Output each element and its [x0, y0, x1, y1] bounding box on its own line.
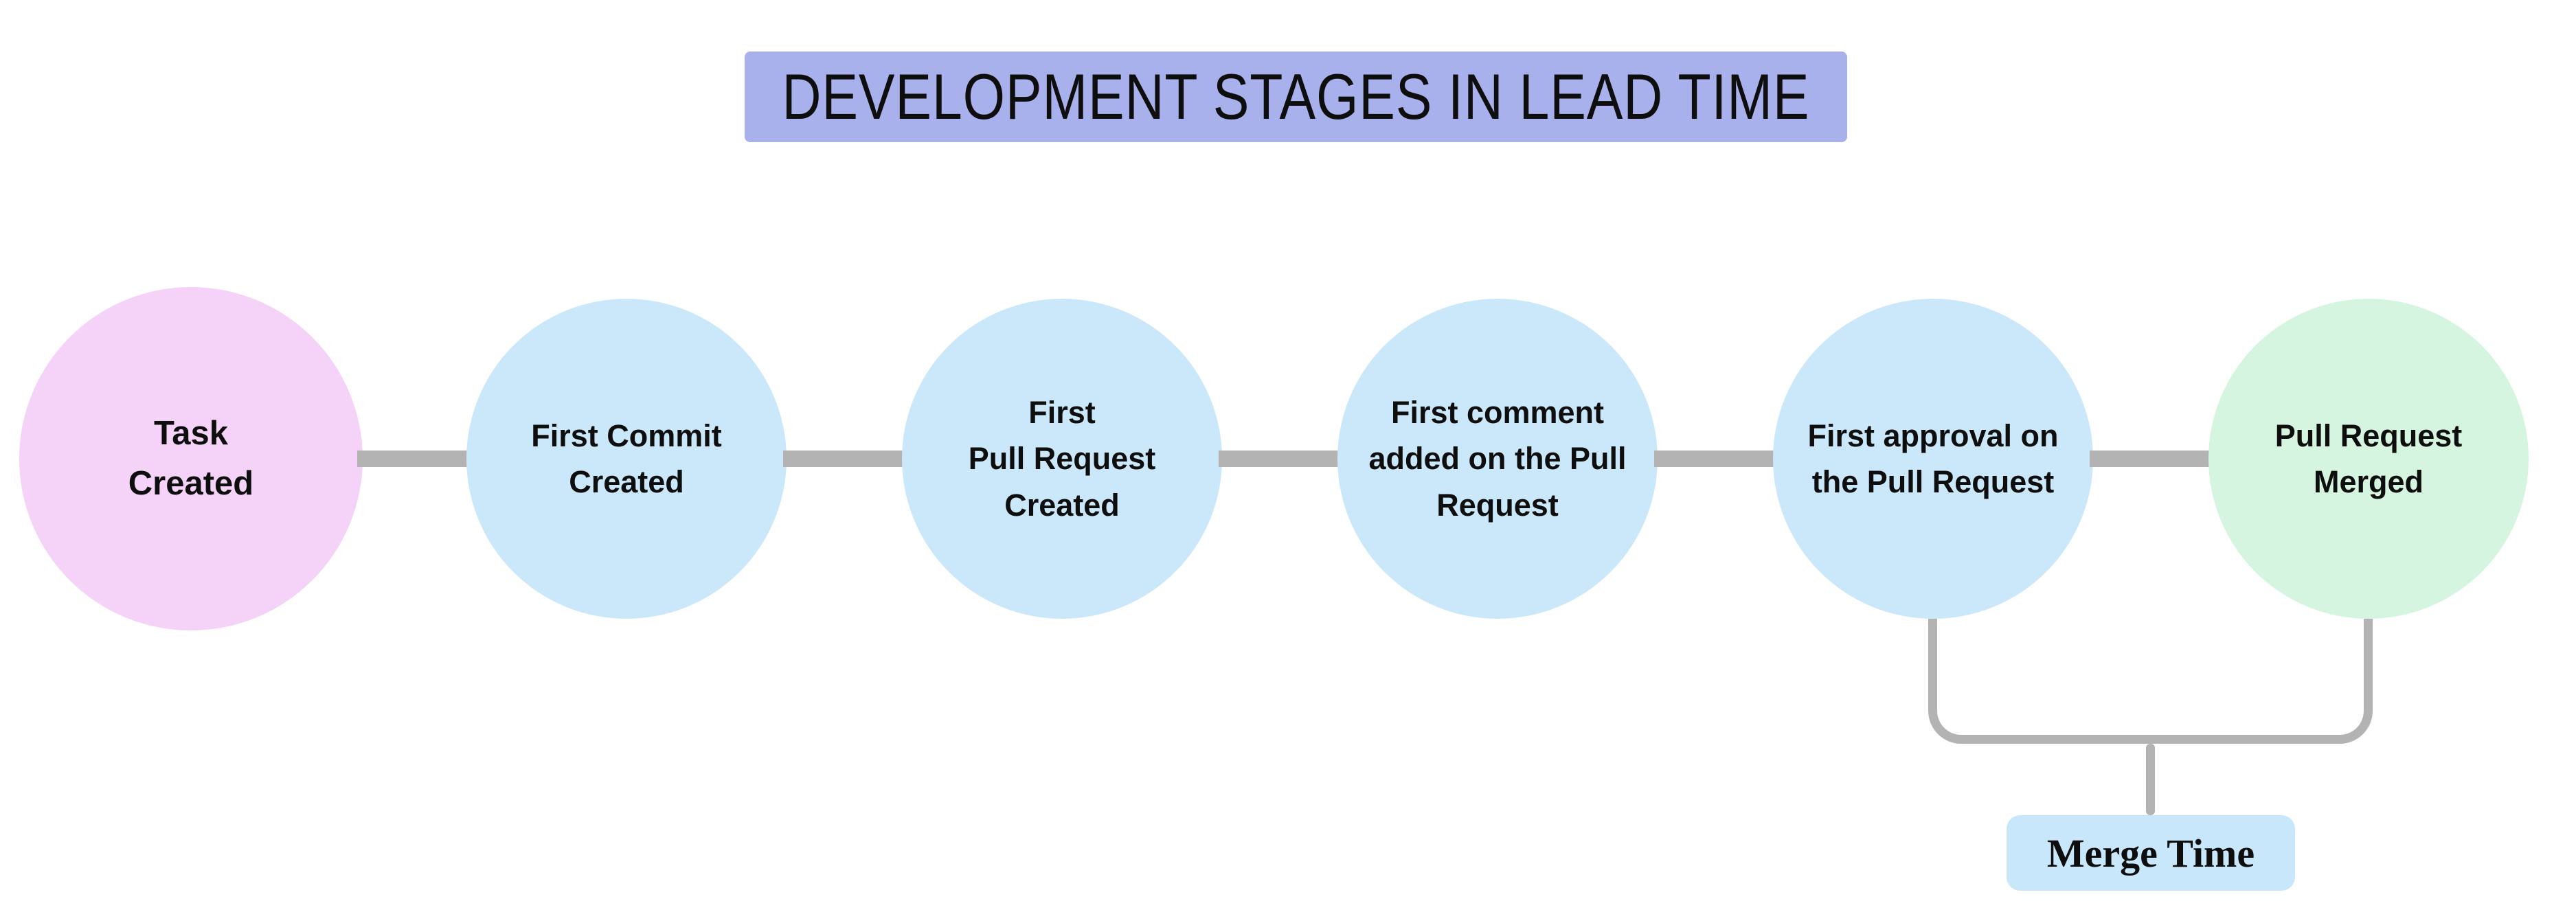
stage-circle-first-pull-request: First Pull Request Created — [902, 299, 1222, 619]
stage-label: First Pull Request Created — [968, 394, 1156, 523]
stage-circle-task-created: Task Created — [19, 287, 363, 630]
merge-time-badge: Merge Time — [2007, 815, 2295, 891]
connector-line — [783, 451, 905, 467]
merge-time-label: Merge Time — [2046, 830, 2255, 876]
stage-label: First approval on the Pull Request — [1807, 418, 2059, 500]
stage-circle-first-commit: First Commit Created — [466, 299, 787, 619]
connector-line — [1219, 451, 1341, 467]
connector-line — [1654, 451, 1776, 467]
merge-time-bracket — [1928, 619, 2373, 744]
stage-label: First comment added on the Pull Request — [1368, 394, 1627, 523]
stage-label: Pull Request Merged — [2274, 418, 2463, 500]
page-title: DEVELOPMENT STAGES IN LEAD TIME — [782, 60, 1810, 133]
title-banner: DEVELOPMENT STAGES IN LEAD TIME — [745, 52, 1847, 142]
stage-circle-first-approval: First approval on the Pull Request — [1773, 299, 2093, 619]
stage-circle-first-comment: First comment added on the Pull Request — [1337, 299, 1658, 619]
connector-line — [357, 451, 470, 467]
connector-line — [2090, 451, 2212, 467]
stage-label: First Commit Created — [531, 418, 722, 500]
stage-label: Task Created — [128, 414, 254, 503]
merge-time-bracket-stem — [2146, 744, 2155, 815]
stage-circle-pull-request-merged: Pull Request Merged — [2208, 299, 2529, 619]
